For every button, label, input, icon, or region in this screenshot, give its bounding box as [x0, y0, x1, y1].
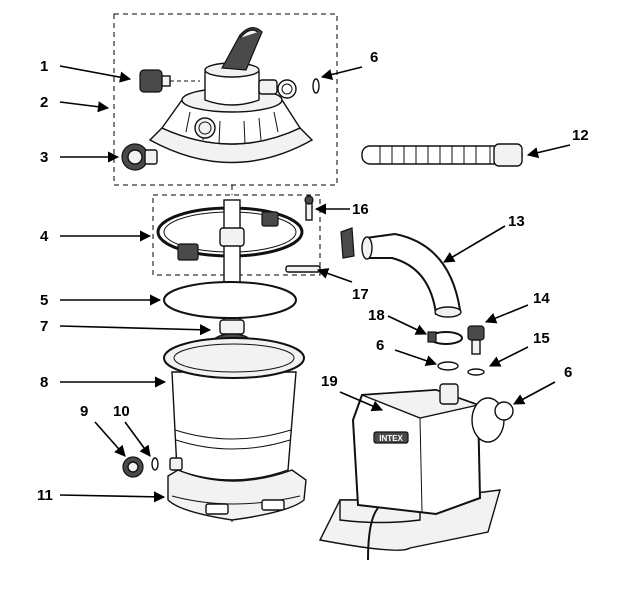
- callout-14: 14: [533, 290, 550, 307]
- drain-cap: [122, 456, 144, 478]
- callout-1: 1: [40, 58, 48, 75]
- multiport-valve: [148, 27, 314, 164]
- callout-8: 8: [40, 374, 48, 391]
- callout-4: 4: [40, 228, 49, 245]
- callout-12: 12: [572, 127, 589, 144]
- o-ring-small: [467, 368, 485, 376]
- callout-18: 18: [368, 307, 385, 324]
- valve-group-box: [113, 13, 338, 186]
- clamp-nut: [285, 265, 321, 273]
- o-ring-pump-top: [437, 361, 459, 371]
- callout-15: 15: [533, 330, 550, 347]
- o-ring-valve: [312, 78, 320, 94]
- callout-7: 7: [40, 318, 48, 335]
- filter-tank: [163, 337, 305, 481]
- drain-plug: [139, 69, 200, 93]
- callout-6-pump-side: 6: [564, 364, 572, 381]
- callout-19: 19: [321, 373, 338, 390]
- callout-17: 17: [352, 286, 369, 303]
- callout-13: 13: [508, 213, 525, 230]
- drain-washer: [151, 457, 159, 471]
- callout-2: 2: [40, 94, 48, 111]
- callout-11: 11: [37, 487, 53, 504]
- clamp-group-box: [152, 194, 321, 276]
- hose-clamp: [427, 331, 463, 345]
- callout-6-pump-top: 6: [376, 337, 384, 354]
- air-release-valve: [467, 325, 485, 355]
- connection-hose: [361, 143, 523, 167]
- callout-labels: 1 2 3 4 5 6 6 6 7 8 9 10 11 12 13 14 15 …: [37, 49, 589, 504]
- callout-16: 16: [352, 201, 369, 218]
- tank-base: [167, 469, 307, 521]
- callout-6-valve: 6: [370, 49, 378, 66]
- callout-5: 5: [40, 292, 48, 309]
- pump-unit: INTEX: [318, 383, 514, 561]
- hose-connector: [121, 143, 158, 171]
- leader-lines: [59, 65, 571, 503]
- callout-10: 10: [113, 403, 130, 420]
- clamp-bolt: [304, 195, 314, 221]
- tank-o-ring: [163, 281, 297, 319]
- callout-9: 9: [80, 403, 88, 420]
- callout-3: 3: [40, 149, 48, 166]
- pump-logo: INTEX: [379, 434, 403, 443]
- elbow-hose: [340, 227, 462, 318]
